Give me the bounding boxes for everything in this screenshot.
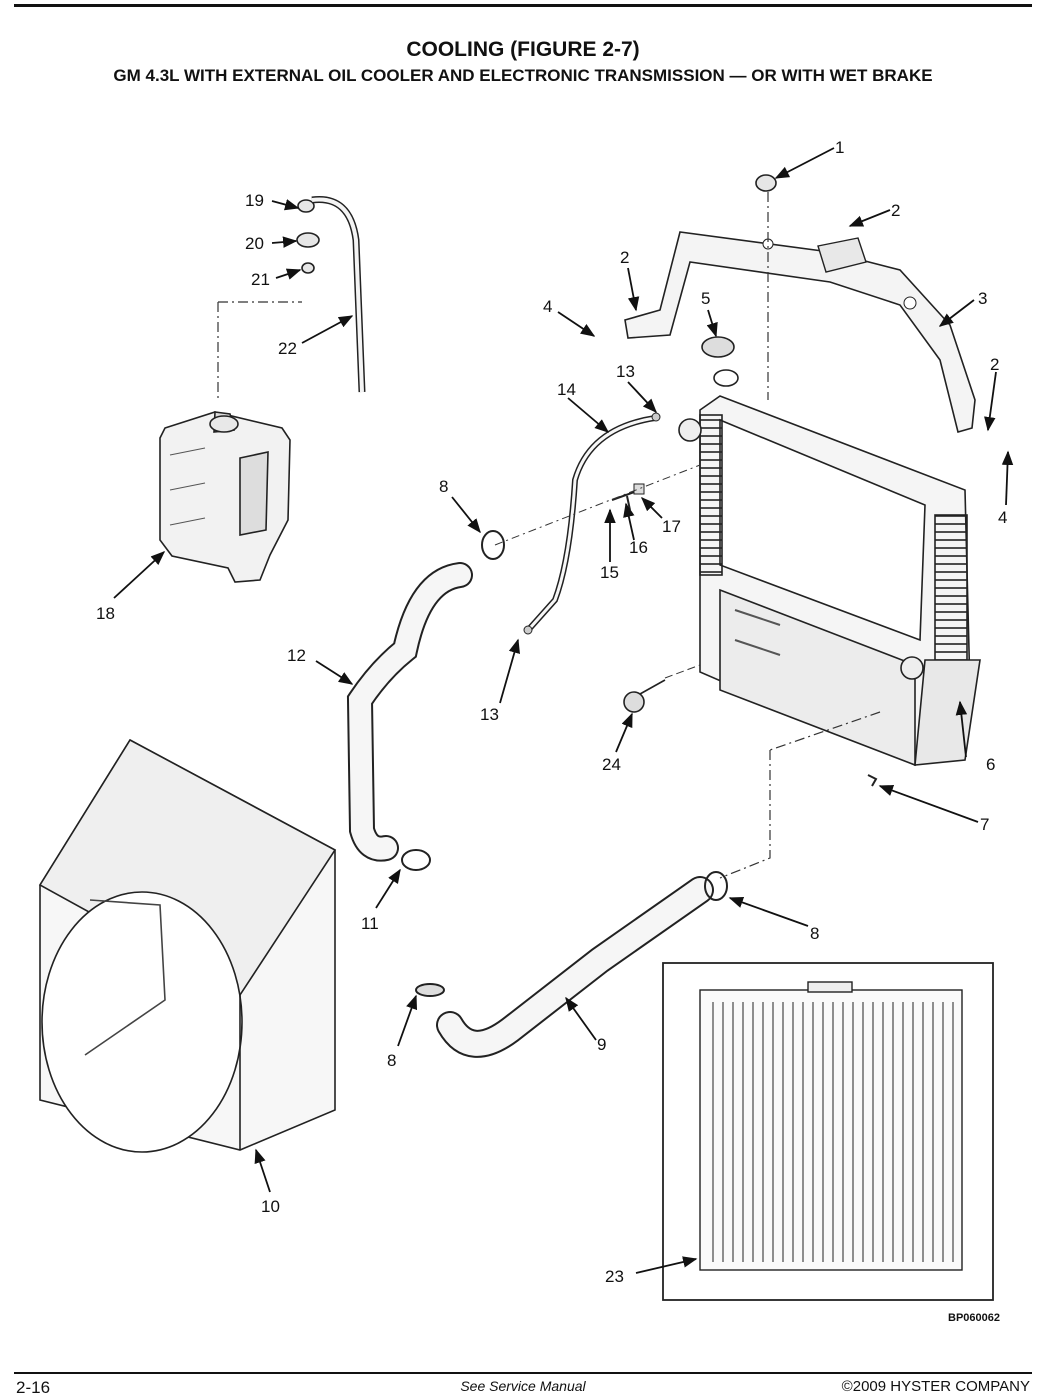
callout-5: 5 (701, 289, 710, 308)
footer-note: See Service Manual (460, 1378, 586, 1394)
callout-10: 10 (261, 1197, 280, 1216)
callout-1: 1 (835, 138, 844, 157)
callout-21: 21 (251, 270, 270, 289)
bottom-rule (14, 1372, 1032, 1374)
callout-12: 12 (287, 646, 306, 665)
callout-11: 11 (361, 914, 379, 933)
rubber-mount (755, 174, 777, 192)
callout-20: 20 (245, 234, 264, 253)
callout-8: 8 (810, 924, 819, 943)
page-subtitle: GM 4.3L WITH EXTERNAL OIL COOLER AND ELE… (113, 66, 933, 85)
callout-16: 16 (629, 538, 648, 557)
coolant-reservoir (159, 411, 291, 583)
inset-radiator-core (699, 981, 963, 1271)
fan-shroud (38, 738, 337, 1153)
radiator-assembly (678, 395, 981, 767)
callout-9: 9 (597, 1035, 606, 1054)
callout-14: 14 (557, 380, 576, 399)
callout-18: 18 (96, 604, 115, 623)
top-rule (14, 4, 1032, 7)
callout-8: 8 (387, 1051, 396, 1070)
radiator-support-bracket (624, 231, 976, 433)
callout-19: 19 (245, 191, 264, 210)
callout-6: 6 (986, 755, 995, 774)
callout-13: 13 (480, 705, 499, 724)
callout-8: 8 (439, 477, 448, 496)
callout-22: 22 (278, 339, 297, 358)
radiator-cap (701, 336, 735, 358)
copyright: ©2009 HYSTER COMPANY (841, 1378, 1030, 1395)
callout-17: 17 (662, 517, 681, 536)
callout-4: 4 (543, 297, 552, 316)
callout-7: 7 (980, 815, 989, 834)
callout-15: 15 (600, 563, 619, 582)
callout-24: 24 (602, 755, 621, 774)
callout-4: 4 (998, 508, 1007, 527)
temperature-sensor (623, 679, 666, 713)
callout-13: 13 (616, 362, 635, 381)
callout-23: 23 (605, 1267, 624, 1286)
callout-3: 3 (978, 289, 987, 308)
figure-code: BP060062 (948, 1312, 1000, 1324)
callout-2: 2 (891, 201, 900, 220)
page-number: 2-16 (16, 1378, 51, 1397)
callout-2: 2 (620, 248, 629, 267)
page-title: COOLING (FIGURE 2-7) (406, 38, 640, 61)
cap-and-grommet-parts (296, 199, 320, 274)
callout-2: 2 (990, 355, 999, 374)
